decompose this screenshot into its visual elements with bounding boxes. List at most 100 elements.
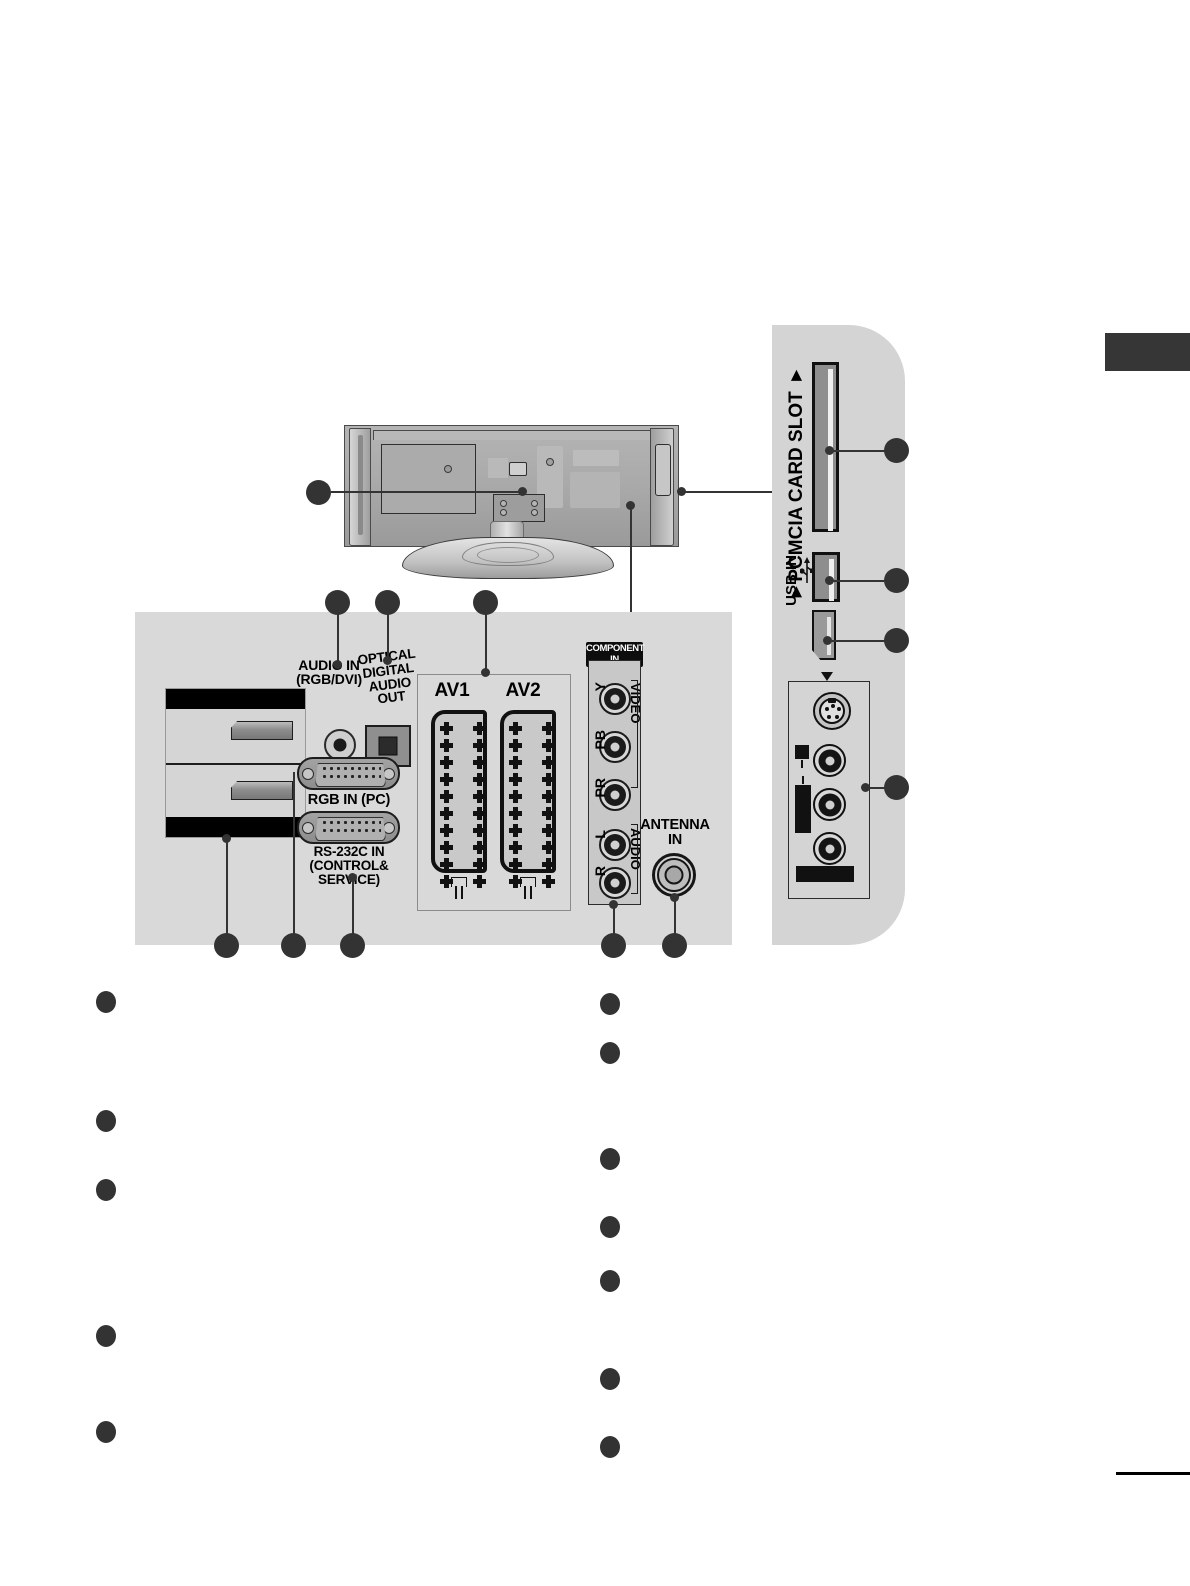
leader-line: [630, 506, 632, 612]
scart-group-box: AV1 AV2: [417, 674, 571, 911]
description-bullet-left-3: [96, 1179, 116, 1201]
callout-marker-component-in: [601, 933, 626, 958]
side-av-label-strip: [796, 866, 854, 882]
callout-marker-antenna-in: [662, 933, 687, 958]
leader-line: [613, 905, 615, 945]
leader-endpoint: [348, 873, 357, 882]
description-bullet-right-3: [600, 1148, 620, 1170]
leader-endpoint: [333, 660, 342, 669]
leader-line: [485, 614, 487, 672]
tv-rear-access-panel: [381, 444, 476, 514]
description-bullet-right-2: [600, 1042, 620, 1064]
leader-line: [830, 640, 886, 642]
tv-label-plate-upper: [573, 450, 619, 466]
description-bullet-right-4: [600, 1216, 620, 1238]
scart-ground-symbol-av2: [520, 877, 536, 899]
callout-marker-pcmcia: [884, 438, 909, 463]
hdmi-port-block: [165, 688, 306, 838]
description-bullet-right-1: [600, 993, 620, 1015]
side-av-arrow-icon: [821, 672, 833, 681]
description-bullet-left-4: [96, 1325, 116, 1347]
leader-endpoint: [825, 446, 834, 455]
side-av-video-marker: [795, 745, 809, 759]
leader-endpoint: [677, 487, 686, 496]
callout-marker-usb: [884, 568, 909, 593]
leader-endpoint: [823, 636, 832, 645]
side-av-tick: [801, 760, 803, 768]
tv-mid-panel: [488, 458, 508, 478]
callout-marker-audio-in: [325, 590, 350, 615]
description-bullet-left-2: [96, 1110, 116, 1132]
av2-label: AV2: [505, 680, 541, 701]
hdmi-port-2: [231, 781, 293, 800]
leader-line: [868, 787, 886, 789]
leader-line: [832, 450, 886, 452]
leader-line-rgb: [293, 772, 295, 945]
leader-endpoint: [383, 656, 392, 665]
callout-marker-hdmi-rear: [214, 933, 239, 958]
page-edge-tab: [1105, 333, 1190, 371]
tv-left-bezel: [349, 428, 371, 546]
tv-top-edge: [373, 430, 653, 440]
side-av-audio-marker: [795, 785, 811, 833]
callout-marker-rgb-in: [281, 933, 306, 958]
leader-endpoint: [518, 487, 527, 496]
side-av-jack-video: [813, 744, 846, 777]
component-jack-r: [599, 867, 631, 899]
side-av-jack-audio-l: [813, 788, 846, 821]
leader-endpoint: [222, 834, 231, 843]
rs232c-in-label: RS-232C IN (CONTROL& SERVICE): [309, 844, 389, 886]
antenna-in-label: ANTENNA IN: [640, 817, 710, 848]
leader-line: [352, 878, 354, 945]
description-bullet-left-1: [96, 991, 116, 1013]
leader-line: [387, 614, 389, 660]
component-audio-group-label: AUDIO: [628, 828, 643, 870]
leader-endpoint: [861, 783, 870, 792]
tv-side-connector-bay: [655, 444, 671, 496]
s-video-jack: [813, 692, 851, 730]
tv-power-connector: [509, 462, 527, 476]
audio-in-label: AUDIO IN (RGB/DVI): [296, 657, 362, 688]
rgb-in-pc-connector: [297, 757, 400, 790]
tv-body: [344, 425, 679, 547]
audio-group-bracket: [631, 824, 638, 894]
description-bullet-right-6: [600, 1368, 620, 1390]
rgb-in-pc-label: RGB IN (PC): [307, 792, 391, 808]
hdmi-port-1: [231, 721, 293, 740]
scart-connector-av2: [500, 710, 556, 888]
description-bullet-left-5: [96, 1421, 116, 1443]
callout-marker-hdmi-side: [884, 628, 909, 653]
leader-endpoint: [670, 893, 679, 902]
component-jack-pr-label: PR: [592, 778, 608, 798]
usb-in-label: USB IN: [783, 555, 800, 606]
callout-marker-scart: [473, 590, 498, 615]
component-jack-y: [599, 683, 631, 715]
side-av-tick: [802, 776, 804, 784]
tv-stand-base: [402, 537, 614, 579]
component-jack-y-label: Y: [592, 682, 608, 692]
component-video-group-label: VIDEO: [628, 683, 643, 724]
callout-marker-rs232c: [340, 933, 365, 958]
leader-endpoint: [825, 576, 834, 585]
component-jack-l: [599, 829, 631, 861]
leader-line: [674, 898, 676, 945]
description-bullet-right-5: [600, 1270, 620, 1292]
rs232c-in-connector: [297, 811, 400, 844]
component-jack-r-label: R: [592, 866, 608, 877]
video-group-bracket: [631, 680, 638, 788]
component-in-column: [588, 660, 641, 905]
scart-ground-symbol-av1: [451, 877, 467, 899]
footer-rule: [1116, 1472, 1190, 1475]
tv-vesa-mount: [493, 494, 545, 522]
callout-marker-side-av: [884, 775, 909, 800]
leader-endpoint: [626, 501, 635, 510]
callout-marker-tv-power: [306, 480, 331, 505]
component-in-label: COMPONENT IN: [586, 643, 645, 665]
description-bullet-right-7: [600, 1436, 620, 1458]
side-av-jack-audio-r: [813, 832, 846, 865]
hdmi-side-port: [812, 610, 836, 660]
leader-line: [331, 491, 523, 493]
usb-trident-icon: [800, 557, 814, 583]
tv-rear-illustration: [330, 425, 700, 585]
leader-line: [226, 839, 228, 945]
